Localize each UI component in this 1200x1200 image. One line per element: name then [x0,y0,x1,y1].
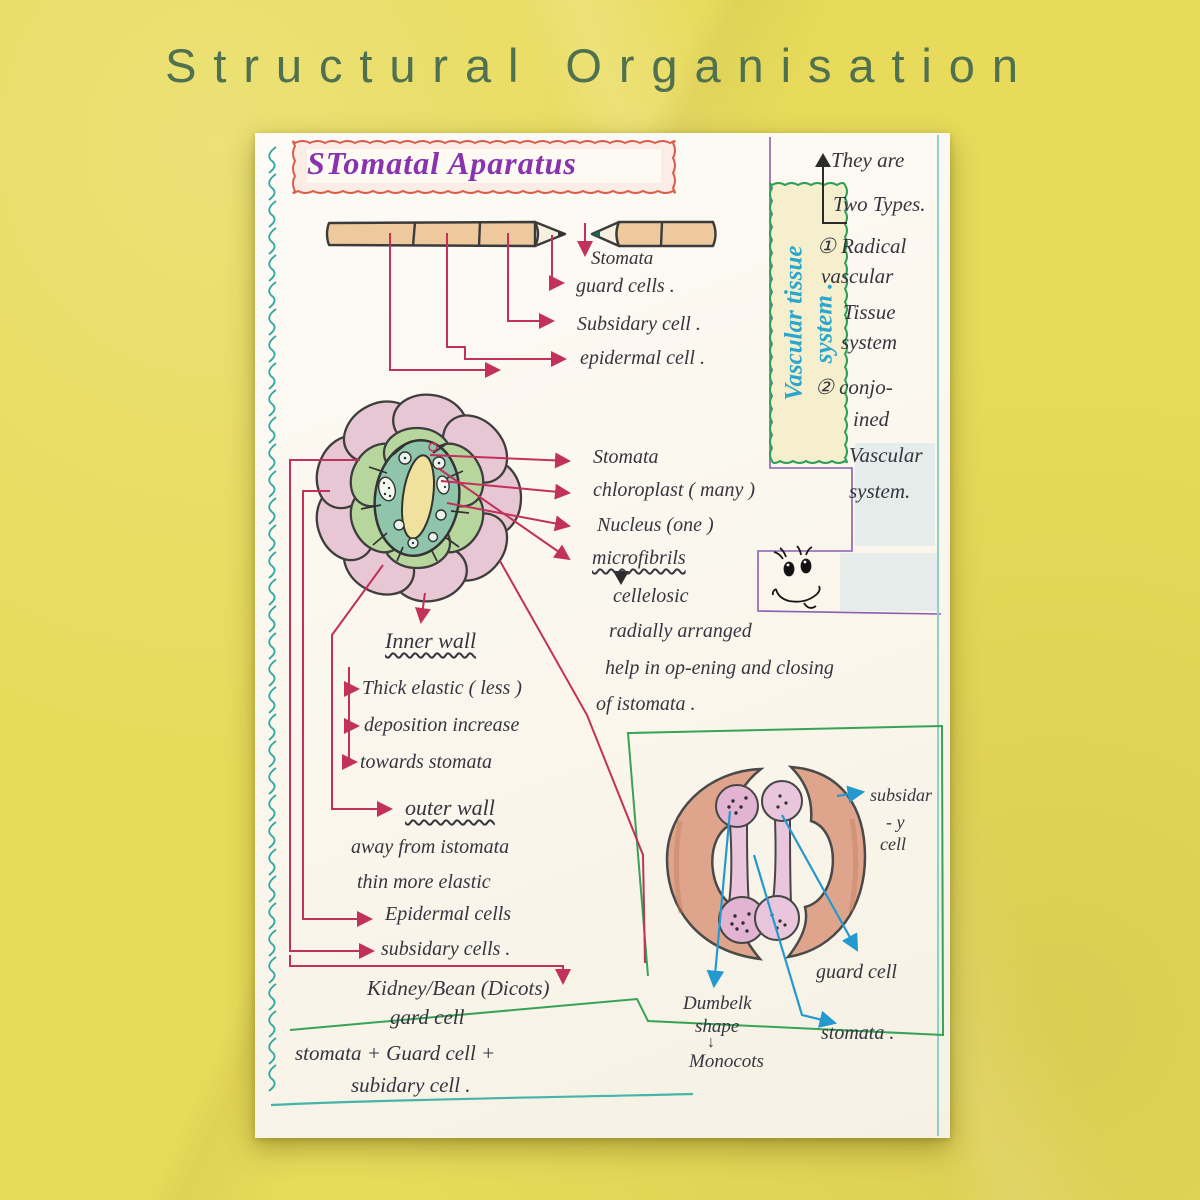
vascular-tissue-box [769,182,848,464]
radial-note-line: radially arranged [609,620,752,642]
blue-shading [840,443,938,611]
cell-dots [382,456,447,545]
right-col-line: Two Types. [833,192,926,216]
margin-squiggle-border [268,146,277,1092]
outer-wall-title: outer wall [405,795,495,820]
stoma-surface-view-diagram [315,393,523,603]
notebook-paper: STomatal Aparatus Stomata guard cells . … [255,133,950,1138]
summary-line: subidary cell . [351,1073,471,1097]
pencil-label-guard-cells: guard cells . [576,275,675,297]
subsidiary-cell-right [785,765,867,959]
note-title-box [292,140,676,194]
pencil-diagram [325,220,717,248]
smiley-face-icon [771,545,821,609]
monocot-label-subsidiary: - y [886,812,905,832]
dicot-section-box [289,724,945,1037]
bean-shading [673,818,859,914]
right-col-line: They are [831,148,905,172]
page-title: Structural Organisation [165,39,1035,92]
vascular-tissue-system-label: Vascular tissue system . [764,183,854,463]
label-cellulosic: cellelosic [613,585,689,607]
pencil-label-epidermal-cell: epidermal cell . [580,347,705,369]
monocot-guard-cell-diagram [665,765,867,961]
radial-note-line: of istomata . [596,693,696,715]
inner-wall-bullet: towards stomata [360,751,493,773]
right-col-line: system. [849,479,911,503]
inner-wall-bullet: deposition increase [364,714,520,736]
black-arrows [613,153,847,585]
right-col-line: system [841,330,897,354]
right-col-line: ined [853,407,890,431]
summary-line: stomata + Guard cell + [295,1041,496,1065]
monocot-label-stomata: stomata . [821,1022,895,1044]
note-title: STomatal Aparatus [307,145,577,181]
label-kidney-bean-dicots: Kidney/Bean (Dicots) [367,976,550,1000]
red-connector-lines [289,223,646,985]
guard-cell-dividers [360,444,470,562]
note-drawings [268,135,945,1136]
blue-connector-lines [706,785,866,1028]
stoma-label-nucleus: Nucleus (one ) [597,514,714,536]
inner-wall-bullet: Thick elastic ( less ) [362,677,522,699]
label-epidermal-cells: Epidermal cells [385,903,512,925]
stoma-label-microfibrils: microfibrils [592,547,686,569]
monocot-label-subsidiary: cell [880,834,906,854]
outer-wall-line: away from istomata [351,836,510,858]
down-arrow-glyph: ↓ [707,1034,715,1051]
monocot-label-dumbbell: Dumbelk [683,993,752,1014]
dumbbell-guard-cells [715,780,803,944]
monocot-label-subsidiary: subsidar [870,785,933,805]
right-col-line: Vascular [849,443,923,467]
pencil-label-subsidiary-cell: Subsidary cell . [577,313,701,335]
inner-wall-title: Inner wall [385,628,477,653]
teal-borders [268,135,939,1136]
monocot-label-monocots: Monocots [689,1051,764,1072]
vascular-line1: Vascular tissue [780,245,808,401]
radial-note-line: help in op-ening and closing [605,657,834,679]
monocot-label-dumbbell: shape [695,1016,740,1037]
purple-divider-line [757,137,942,615]
right-col-line: ① Radical [817,234,907,258]
right-col-line: vascular [821,264,894,288]
label-gard-cell: gard cell [390,1005,465,1029]
stoma-label-stomata: Stomata [593,446,659,468]
right-col-line: Tissue [843,300,896,324]
right-col-line: ② conjo- [815,375,893,399]
pencil-label-stomata: Stomata [591,248,654,269]
label-subsidiary-cells: subsidary cells . [381,938,511,960]
red-ring-doodle [428,442,438,452]
stoma-label-chloroplast: chloroplast ( many ) [593,479,756,501]
outer-wall-line: thin more elastic [357,871,491,893]
monocot-label-guard-cell: guard cell [816,961,897,983]
